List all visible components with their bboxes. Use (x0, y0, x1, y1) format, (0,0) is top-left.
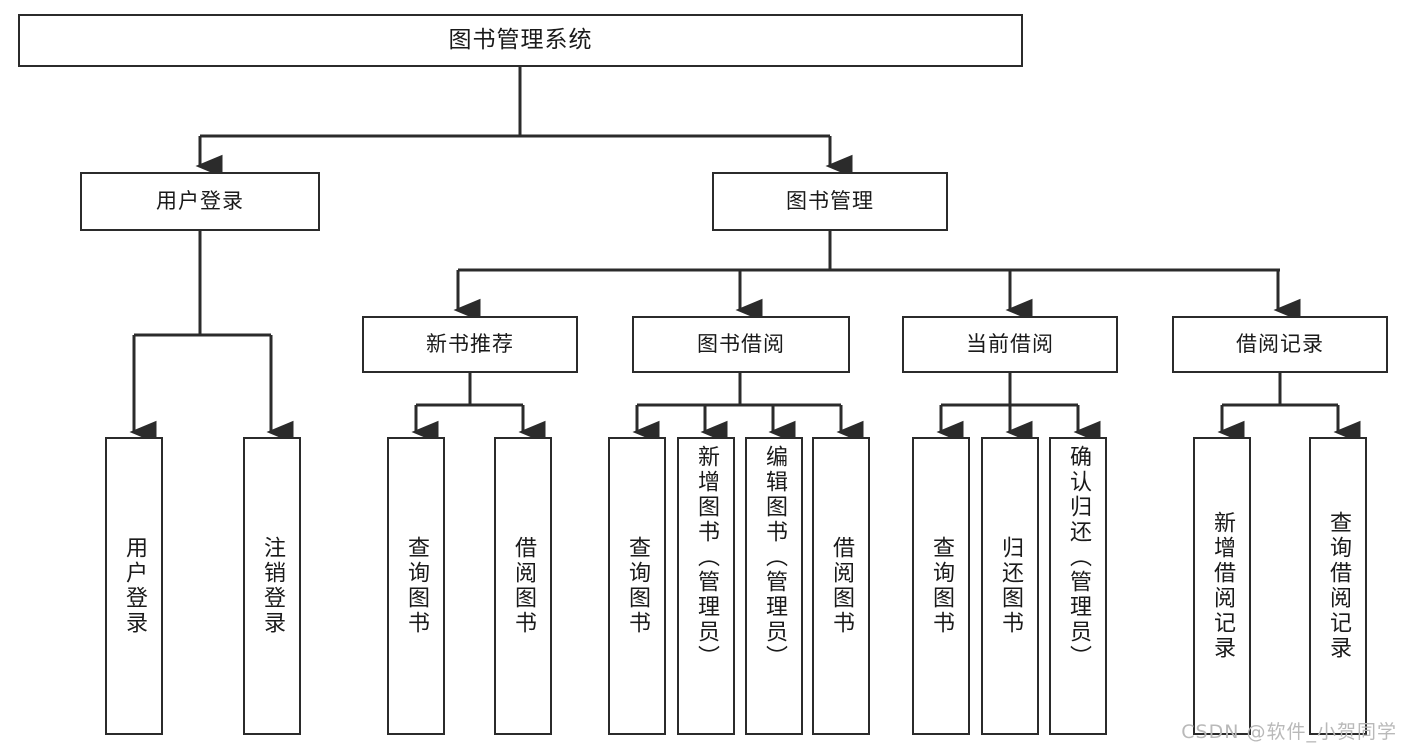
leaf-label: 归还图书 (998, 536, 1023, 636)
node-book-borrow[interactable]: 图书借阅 (632, 316, 850, 373)
node-label: 图书借阅 (697, 332, 785, 357)
node-label: 图书管理 (786, 189, 874, 214)
leaf-label: 新增借阅记录 (1210, 511, 1235, 661)
leaf-label: 注销登录 (260, 536, 285, 636)
node-label: 新书推荐 (426, 332, 514, 357)
leaf-current-borrow-return[interactable]: 归还图书 (981, 437, 1039, 735)
node-user-login[interactable]: 用户登录 (80, 172, 320, 231)
leaf-new-book-query[interactable]: 查询图书 (387, 437, 445, 735)
node-label: 用户登录 (156, 189, 244, 214)
leaf-user-login-logout[interactable]: 注销登录 (243, 437, 301, 735)
node-label: 当前借阅 (966, 332, 1054, 357)
leaf-borrow-record-add[interactable]: 新增借阅记录 (1193, 437, 1251, 735)
leaf-label: 用户登录 (122, 536, 147, 636)
leaf-borrow-record-query[interactable]: 查询借阅记录 (1309, 437, 1367, 735)
leaf-label: 确认归还（管理员） (1066, 445, 1091, 670)
node-current-borrow[interactable]: 当前借阅 (902, 316, 1118, 373)
leaf-label: 查询图书 (929, 536, 954, 636)
leaf-user-login-login[interactable]: 用户登录 (105, 437, 163, 735)
leaf-book-borrow-borrow[interactable]: 借阅图书 (812, 437, 870, 735)
leaf-label: 查询图书 (625, 536, 650, 636)
leaf-label: 借阅图书 (829, 536, 854, 636)
leaf-label: 新增图书（管理员） (694, 445, 719, 670)
leaf-book-borrow-query[interactable]: 查询图书 (608, 437, 666, 735)
leaf-book-borrow-add[interactable]: 新增图书（管理员） (677, 437, 735, 735)
leaf-new-book-borrow[interactable]: 借阅图书 (494, 437, 552, 735)
leaf-label: 编辑图书（管理员） (762, 445, 787, 670)
leaf-label: 查询借阅记录 (1326, 511, 1351, 661)
watermark-text: CSDN @软件_小贺同学 (1181, 721, 1397, 743)
leaf-book-borrow-edit[interactable]: 编辑图书（管理员） (745, 437, 803, 735)
node-label: 图书管理系统 (448, 27, 593, 54)
node-new-book-recommend[interactable]: 新书推荐 (362, 316, 578, 373)
node-borrow-record[interactable]: 借阅记录 (1172, 316, 1388, 373)
leaf-current-borrow-query[interactable]: 查询图书 (912, 437, 970, 735)
node-book-management-system[interactable]: 图书管理系统 (18, 14, 1023, 67)
leaf-label: 查询图书 (404, 536, 429, 636)
leaf-current-borrow-confirm-return[interactable]: 确认归还（管理员） (1049, 437, 1107, 735)
leaf-label: 借阅图书 (511, 536, 536, 636)
node-book-management[interactable]: 图书管理 (712, 172, 948, 231)
node-label: 借阅记录 (1236, 332, 1324, 357)
